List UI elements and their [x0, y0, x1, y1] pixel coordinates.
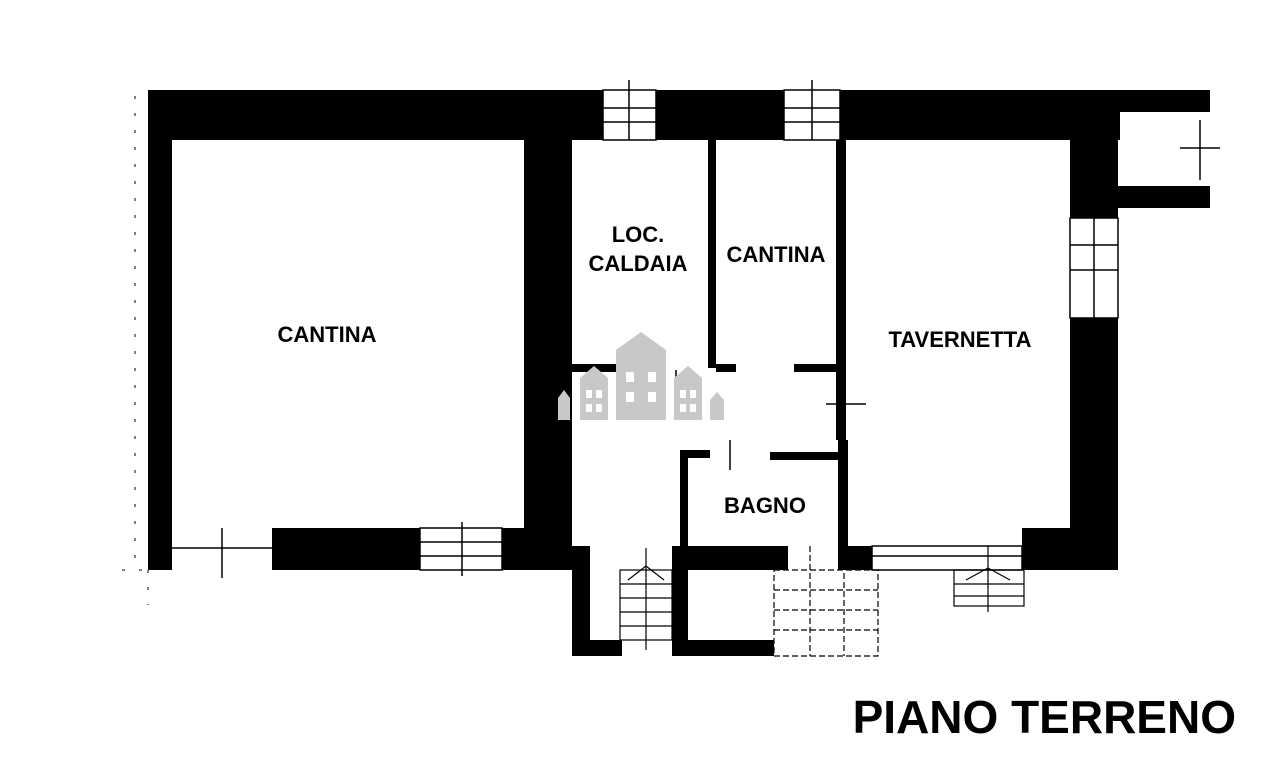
- walls: [148, 90, 1210, 656]
- room-label-cantina-large: CANTINA: [278, 322, 377, 347]
- wall-protrusion-bottom: [1110, 186, 1210, 208]
- wall-center-thick: [524, 140, 572, 570]
- wall-annex-left: [572, 546, 590, 656]
- wall-bottom-e: [1022, 528, 1118, 570]
- partition-caldaia-cantina: [708, 140, 716, 368]
- buildings-watermark-icon: [558, 332, 724, 420]
- partition-horizontal-left: [572, 364, 632, 372]
- stair-bottom-right: [953, 569, 1025, 607]
- wall-annex-bottom: [572, 640, 622, 656]
- wall-top-mid: [656, 90, 784, 140]
- floor-title: PIANO TERRENO: [853, 691, 1236, 743]
- partition-horizontal-right2: [794, 364, 842, 372]
- stair-annex-right: [773, 569, 879, 657]
- partition-bagno-left: [680, 450, 688, 570]
- partition-tavernetta-lower: [838, 440, 848, 570]
- partition-cantina-tavernetta: [836, 140, 846, 440]
- wall-top-right: [840, 90, 1120, 140]
- window-bottom-2: [871, 545, 1023, 571]
- wall-bottom-c: [680, 546, 788, 570]
- room-label-tavernetta: TAVERNETTA: [889, 327, 1032, 352]
- partitions: [572, 140, 848, 570]
- wall-annex-bottom-right: [678, 640, 774, 656]
- window-bottom-1: [419, 527, 503, 571]
- wall-bottom-a: [272, 528, 420, 570]
- wall-protrusion-top: [1110, 90, 1210, 112]
- stairs: [619, 546, 1025, 657]
- wall-protrusion-left: [1070, 140, 1118, 218]
- wall-left: [148, 90, 172, 570]
- left-edge-ticks: [122, 96, 149, 605]
- room-label-loc-caldaia-line2: CALDAIA: [589, 251, 688, 276]
- room-label-loc-caldaia-line1: LOC.: [612, 222, 665, 247]
- room-label-bagno: BAGNO: [724, 493, 806, 518]
- wall-annex-mid: [672, 546, 688, 656]
- windows: [172, 80, 1220, 578]
- partition-bagno-top-right: [770, 452, 842, 460]
- room-label-cantina-small: CANTINA: [727, 242, 826, 267]
- wall-top-left: [148, 90, 603, 140]
- wall-bottom-b: [502, 528, 572, 570]
- partition-horizontal-right: [716, 364, 736, 372]
- partition-bagno-top: [680, 450, 710, 458]
